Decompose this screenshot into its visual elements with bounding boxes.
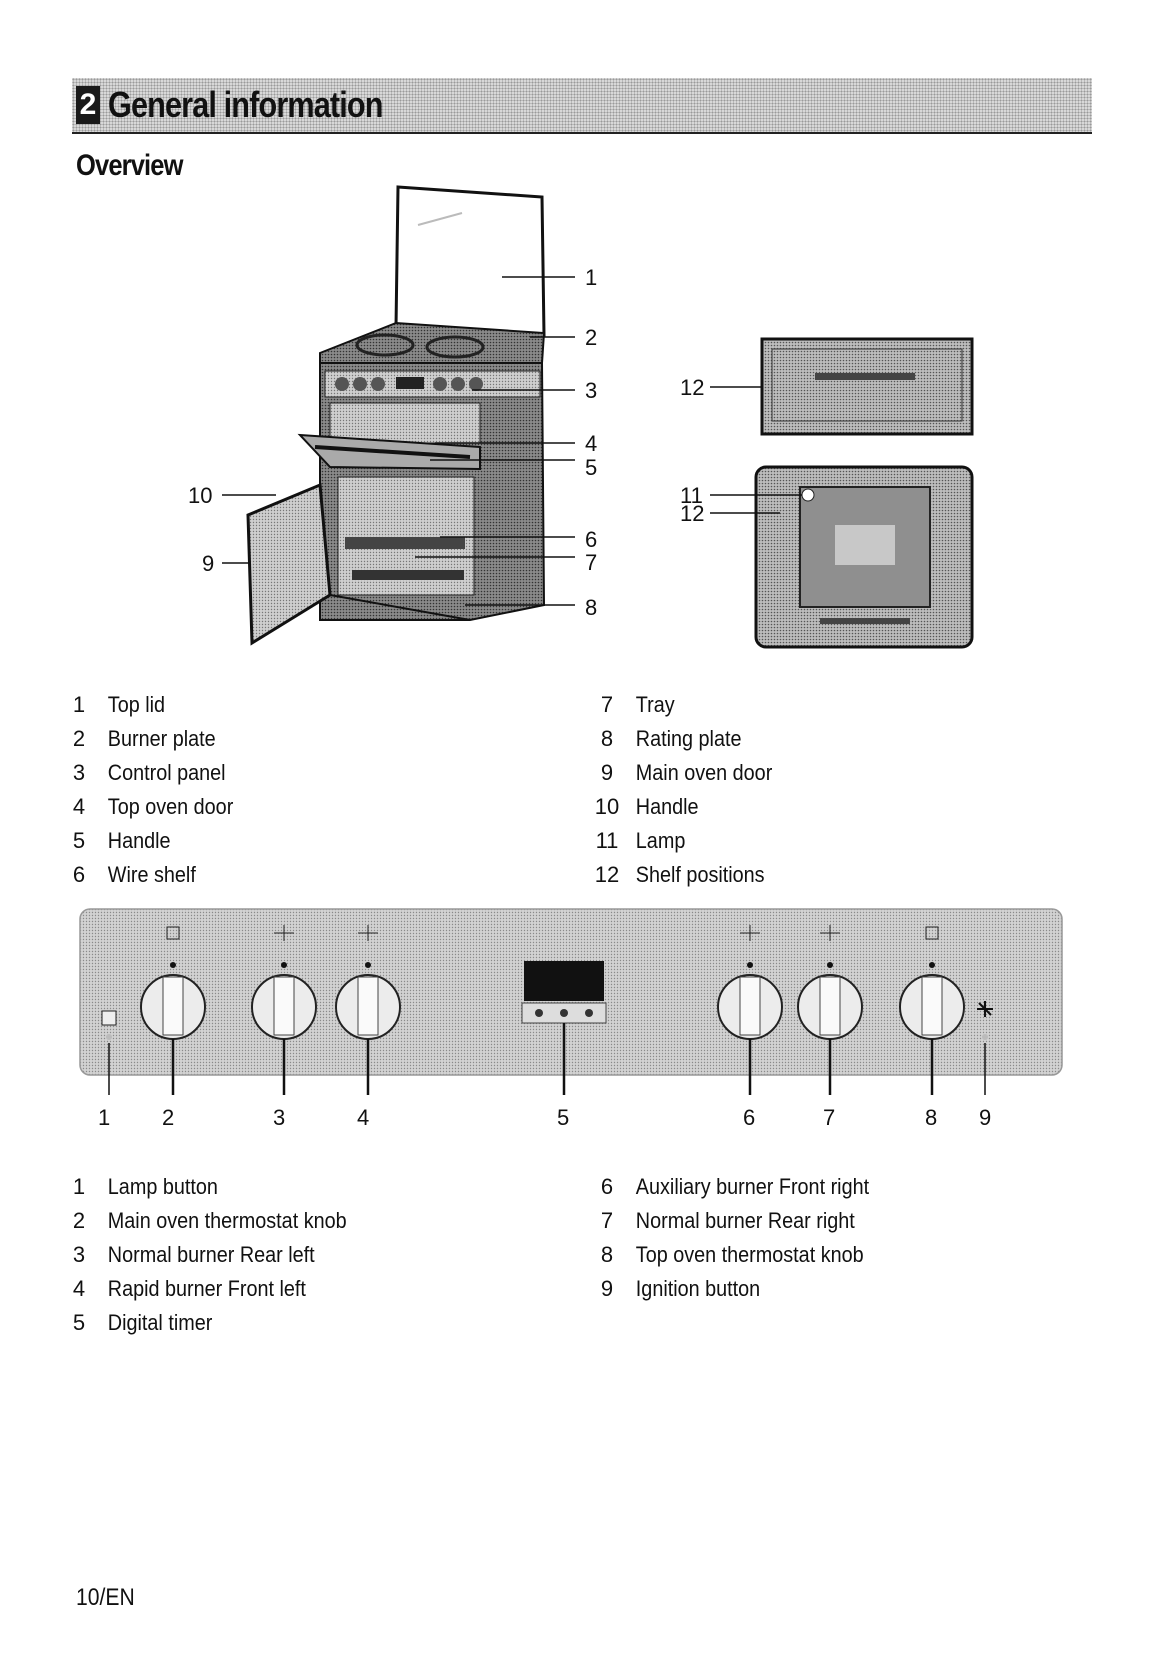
panel-callout-4: 4	[357, 1105, 369, 1130]
panel-callout-1: 1	[98, 1105, 110, 1130]
knob-main-oven	[140, 926, 206, 1040]
callout-1: 1	[585, 265, 597, 290]
callout-9: 9	[202, 551, 214, 576]
panel-callout-5: 5	[557, 1105, 569, 1130]
page-number: 10/EN	[76, 1584, 135, 1611]
shelf-positions-illustration: 12 11 12	[680, 335, 980, 655]
callout-5: 5	[585, 455, 597, 480]
knob-front-right	[717, 925, 783, 1040]
callout-3: 3	[585, 378, 597, 403]
knob-rear-right	[797, 925, 863, 1040]
panel-callout-6: 6	[743, 1105, 755, 1130]
ignition-icon	[977, 1001, 993, 1040]
control-panel-illustration: 1 2 3 4 5 6 7 8 9	[76, 905, 1066, 1135]
callout-8: 8	[585, 595, 597, 620]
digital-timer	[521, 961, 607, 1024]
chapter-title: General information	[108, 84, 383, 125]
section-title: Overview	[76, 149, 183, 182]
callout-7: 7	[585, 550, 597, 575]
knob-top-oven	[899, 926, 965, 1040]
callout-4: 4	[585, 431, 597, 456]
panel-callout-7: 7	[823, 1105, 835, 1130]
panel-callout-9: 9	[979, 1105, 991, 1130]
callout-6: 6	[585, 527, 597, 552]
chapter-number: 2	[76, 86, 100, 124]
panel-callout-8: 8	[925, 1105, 937, 1130]
callout-12-main: 12	[680, 501, 704, 526]
callout-10: 10	[188, 483, 212, 508]
callout-11: 11	[680, 483, 703, 508]
knob-front-left	[335, 925, 401, 1040]
callout-12-top: 12	[680, 375, 704, 400]
cooker-illustration: 1 2 3 4 5 6 7 8 10 9	[180, 185, 670, 680]
panel-callout-2: 2	[162, 1105, 174, 1130]
callout-2: 2	[585, 325, 597, 350]
panel-callout-3: 3	[273, 1105, 285, 1130]
section-header: 2 General information	[72, 78, 1092, 134]
